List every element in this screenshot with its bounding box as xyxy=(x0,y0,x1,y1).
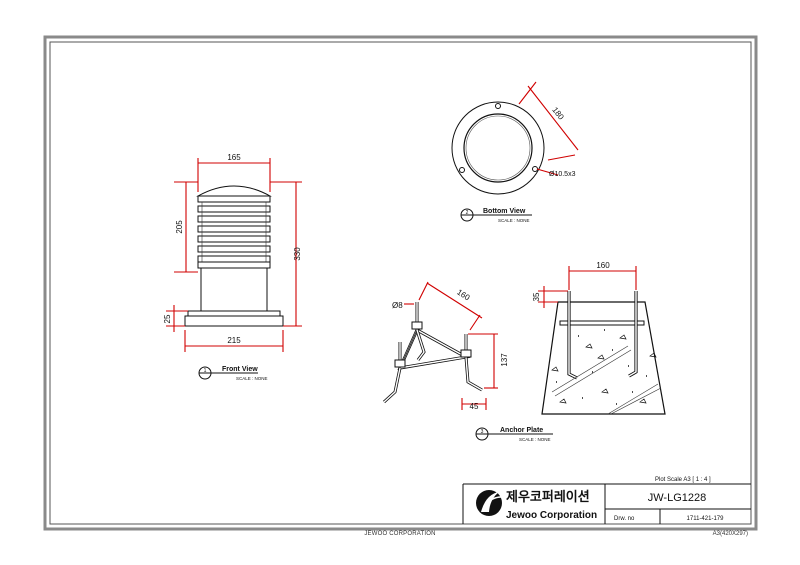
bottom-view-scale: SCALE : NONE xyxy=(498,218,530,223)
drawing-number-value: 1711-421-179 xyxy=(687,516,725,522)
bottom-view-dimensions xyxy=(518,81,579,176)
dim-section-top-width: 160 xyxy=(596,261,610,270)
dim-bottom-diameter: 180 xyxy=(550,105,566,121)
front-view-caption xyxy=(198,366,258,380)
anchor-plate-section-dimensions xyxy=(538,266,637,308)
dim-bottom-hole: Ø10.5x3 xyxy=(549,171,576,178)
dim-section-top-depth: 35 xyxy=(532,292,541,301)
drawing-number-label: Drw. no xyxy=(614,516,635,522)
dim-rod-diameter: Ø8 xyxy=(392,301,403,310)
anchor-plate-title: Anchor Plate xyxy=(500,427,543,434)
dim-total-height: 330 xyxy=(293,247,302,261)
front-view-dimensions xyxy=(166,158,302,352)
plot-scale-label: Plot Scale A3 [ 1 : 4 ] xyxy=(655,477,711,483)
anchor-plate-section-drawing xyxy=(541,291,666,415)
footer-paper-size: A3(420X297) xyxy=(712,531,748,537)
inner-border xyxy=(49,41,752,525)
outer-border xyxy=(43,35,758,531)
bottom-view-drawing xyxy=(451,101,545,195)
bottom-view-number: 2 xyxy=(466,210,469,216)
anchor-plate-3d-dimensions xyxy=(404,281,498,410)
front-view-title: Front View xyxy=(222,366,258,373)
title-block xyxy=(462,483,751,524)
dim-base-height: 25 xyxy=(163,314,172,323)
front-view-drawing xyxy=(184,185,284,327)
anchor-plate-scale: SCALE : NONE xyxy=(519,437,551,442)
anchor-plate-number: 3 xyxy=(481,429,484,435)
footer-company: JEWOO CORPORATION xyxy=(364,531,436,537)
anchor-plate-caption xyxy=(475,427,553,441)
drawing-name: JW-LG1228 xyxy=(648,492,707,504)
dim-anchor-arm: 160 xyxy=(455,287,472,302)
dim-anchor-height: 137 xyxy=(500,353,509,367)
dim-base-width: 215 xyxy=(227,336,241,345)
dim-upper-height: 205 xyxy=(175,220,184,234)
company-name-korean: 제우코퍼레이션 xyxy=(506,489,590,504)
front-view-number: 1 xyxy=(204,368,207,374)
front-view-scale: SCALE : NONE xyxy=(236,376,268,381)
anchor-plate-3d-drawing xyxy=(382,302,483,404)
company-name-english: Jewoo Corporation xyxy=(506,510,597,521)
dim-anchor-foot: 45 xyxy=(470,402,479,411)
bottom-view-caption xyxy=(460,208,532,222)
dim-top-width: 165 xyxy=(227,153,241,162)
bottom-view-title: Bottom View xyxy=(483,208,526,215)
